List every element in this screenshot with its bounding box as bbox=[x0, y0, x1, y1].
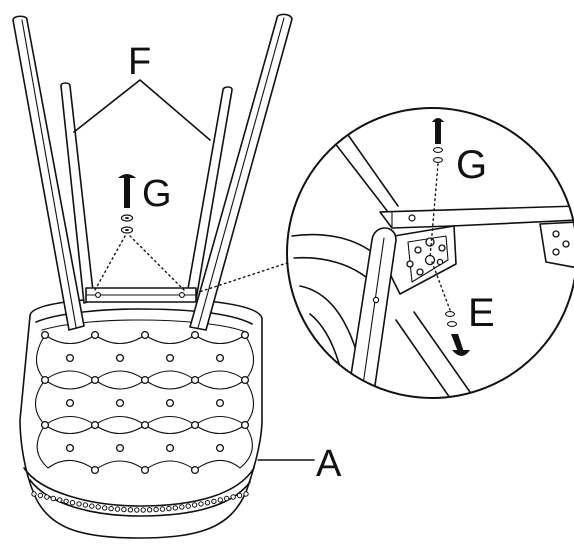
nailhead bbox=[134, 507, 140, 513]
dotted-guide-lines bbox=[94, 235, 291, 294]
bolt-g-main bbox=[118, 174, 136, 208]
nailhead bbox=[82, 502, 89, 508]
nailhead bbox=[121, 506, 127, 513]
label-g-bolt-detail: G bbox=[456, 143, 487, 187]
nailhead bbox=[236, 492, 243, 499]
label-a-ottoman: A bbox=[316, 443, 342, 485]
mounting-bracket bbox=[85, 287, 197, 303]
nailhead bbox=[166, 505, 172, 512]
nailhead bbox=[224, 495, 230, 502]
nailhead bbox=[198, 501, 204, 507]
tufting-buttons bbox=[40, 330, 250, 475]
label-f-legs: F bbox=[128, 41, 151, 83]
legs bbox=[12, 13, 293, 331]
nailhead bbox=[179, 504, 185, 510]
nailhead-trim bbox=[31, 491, 249, 513]
nailhead bbox=[153, 506, 159, 513]
label-e-bracket-bolt: E bbox=[468, 291, 495, 335]
nailhead bbox=[146, 507, 153, 513]
nailhead bbox=[185, 503, 191, 509]
nailhead bbox=[217, 497, 224, 503]
nailhead bbox=[172, 505, 179, 511]
nailhead bbox=[230, 494, 236, 500]
nailhead bbox=[37, 492, 44, 499]
nailhead bbox=[108, 505, 114, 512]
magnified-detail bbox=[286, 107, 574, 399]
washers-main bbox=[120, 214, 134, 234]
nailhead bbox=[89, 503, 95, 509]
nailhead bbox=[114, 506, 121, 512]
nailhead bbox=[57, 497, 63, 503]
bolt-e-detail bbox=[444, 311, 470, 356]
nailhead bbox=[69, 500, 76, 506]
nailhead bbox=[127, 507, 134, 513]
nailhead bbox=[140, 507, 146, 513]
nailhead bbox=[31, 491, 37, 497]
bolt-g-detail bbox=[432, 118, 444, 163]
nailhead bbox=[76, 501, 82, 507]
label-g-bolt-main: G bbox=[142, 173, 172, 215]
nailhead bbox=[204, 500, 211, 506]
nailhead bbox=[63, 498, 69, 504]
ottoman-body bbox=[19, 297, 263, 539]
leader-lines bbox=[73, 79, 315, 461]
nailhead bbox=[95, 504, 101, 510]
nailhead bbox=[191, 502, 198, 508]
nailhead bbox=[102, 505, 108, 511]
nailhead bbox=[50, 495, 56, 502]
nailhead bbox=[243, 491, 249, 497]
nailhead bbox=[211, 498, 217, 504]
detail-guide-lines bbox=[429, 163, 451, 311]
nailhead bbox=[159, 506, 166, 512]
nailhead bbox=[44, 494, 50, 500]
